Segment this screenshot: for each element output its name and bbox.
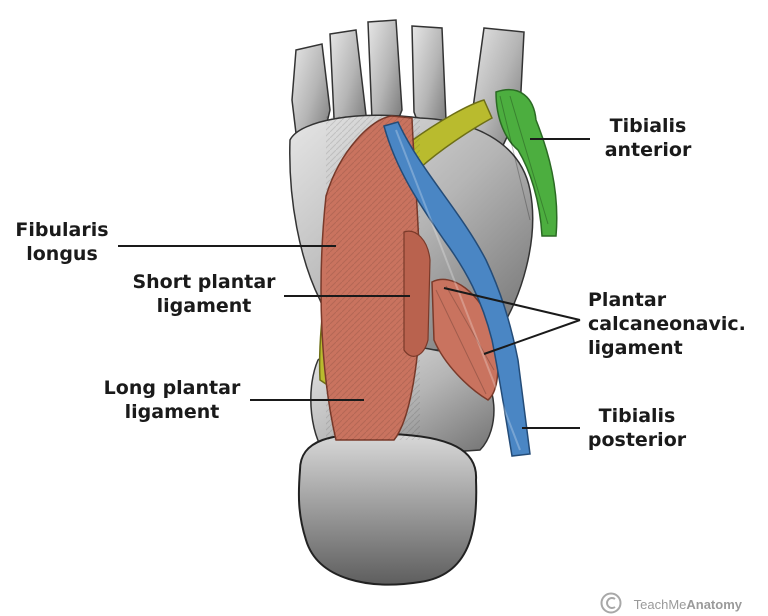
- leader-calcaneonavic-2: [483, 319, 581, 355]
- label-tibialis-posterior: Tibialis posterior: [587, 405, 687, 451]
- label-fibularis-longus: Fibularis longus: [15, 219, 109, 265]
- short-plantar-ligament: [403, 230, 431, 357]
- leader-calcaneonavic-1: [443, 287, 581, 321]
- heel: [297, 432, 478, 586]
- plantar-calcaneonavicular-ligament: [431, 278, 499, 401]
- label-short-plantar-ligament: Short plantar ligament: [132, 271, 276, 317]
- leader-lines: [118, 138, 590, 429]
- ligaments: [320, 115, 499, 441]
- label-long-plantar-ligament: Long plantar ligament: [103, 377, 241, 423]
- label-tibialis-anterior: Tibialis anterior: [604, 115, 692, 161]
- tibialis-anterior-tendon: [495, 89, 558, 237]
- label-plantar-calcaneonavicular-ligament: Plantar calcaneonavic. ligament: [588, 289, 746, 359]
- watermark: TeachMeAnatomy: [633, 597, 742, 612]
- fibularis-longus-oblique: [409, 99, 493, 170]
- teachmeanatomy-logo-icon: [600, 592, 622, 614]
- tibialis-posterior-tendon: [383, 121, 531, 457]
